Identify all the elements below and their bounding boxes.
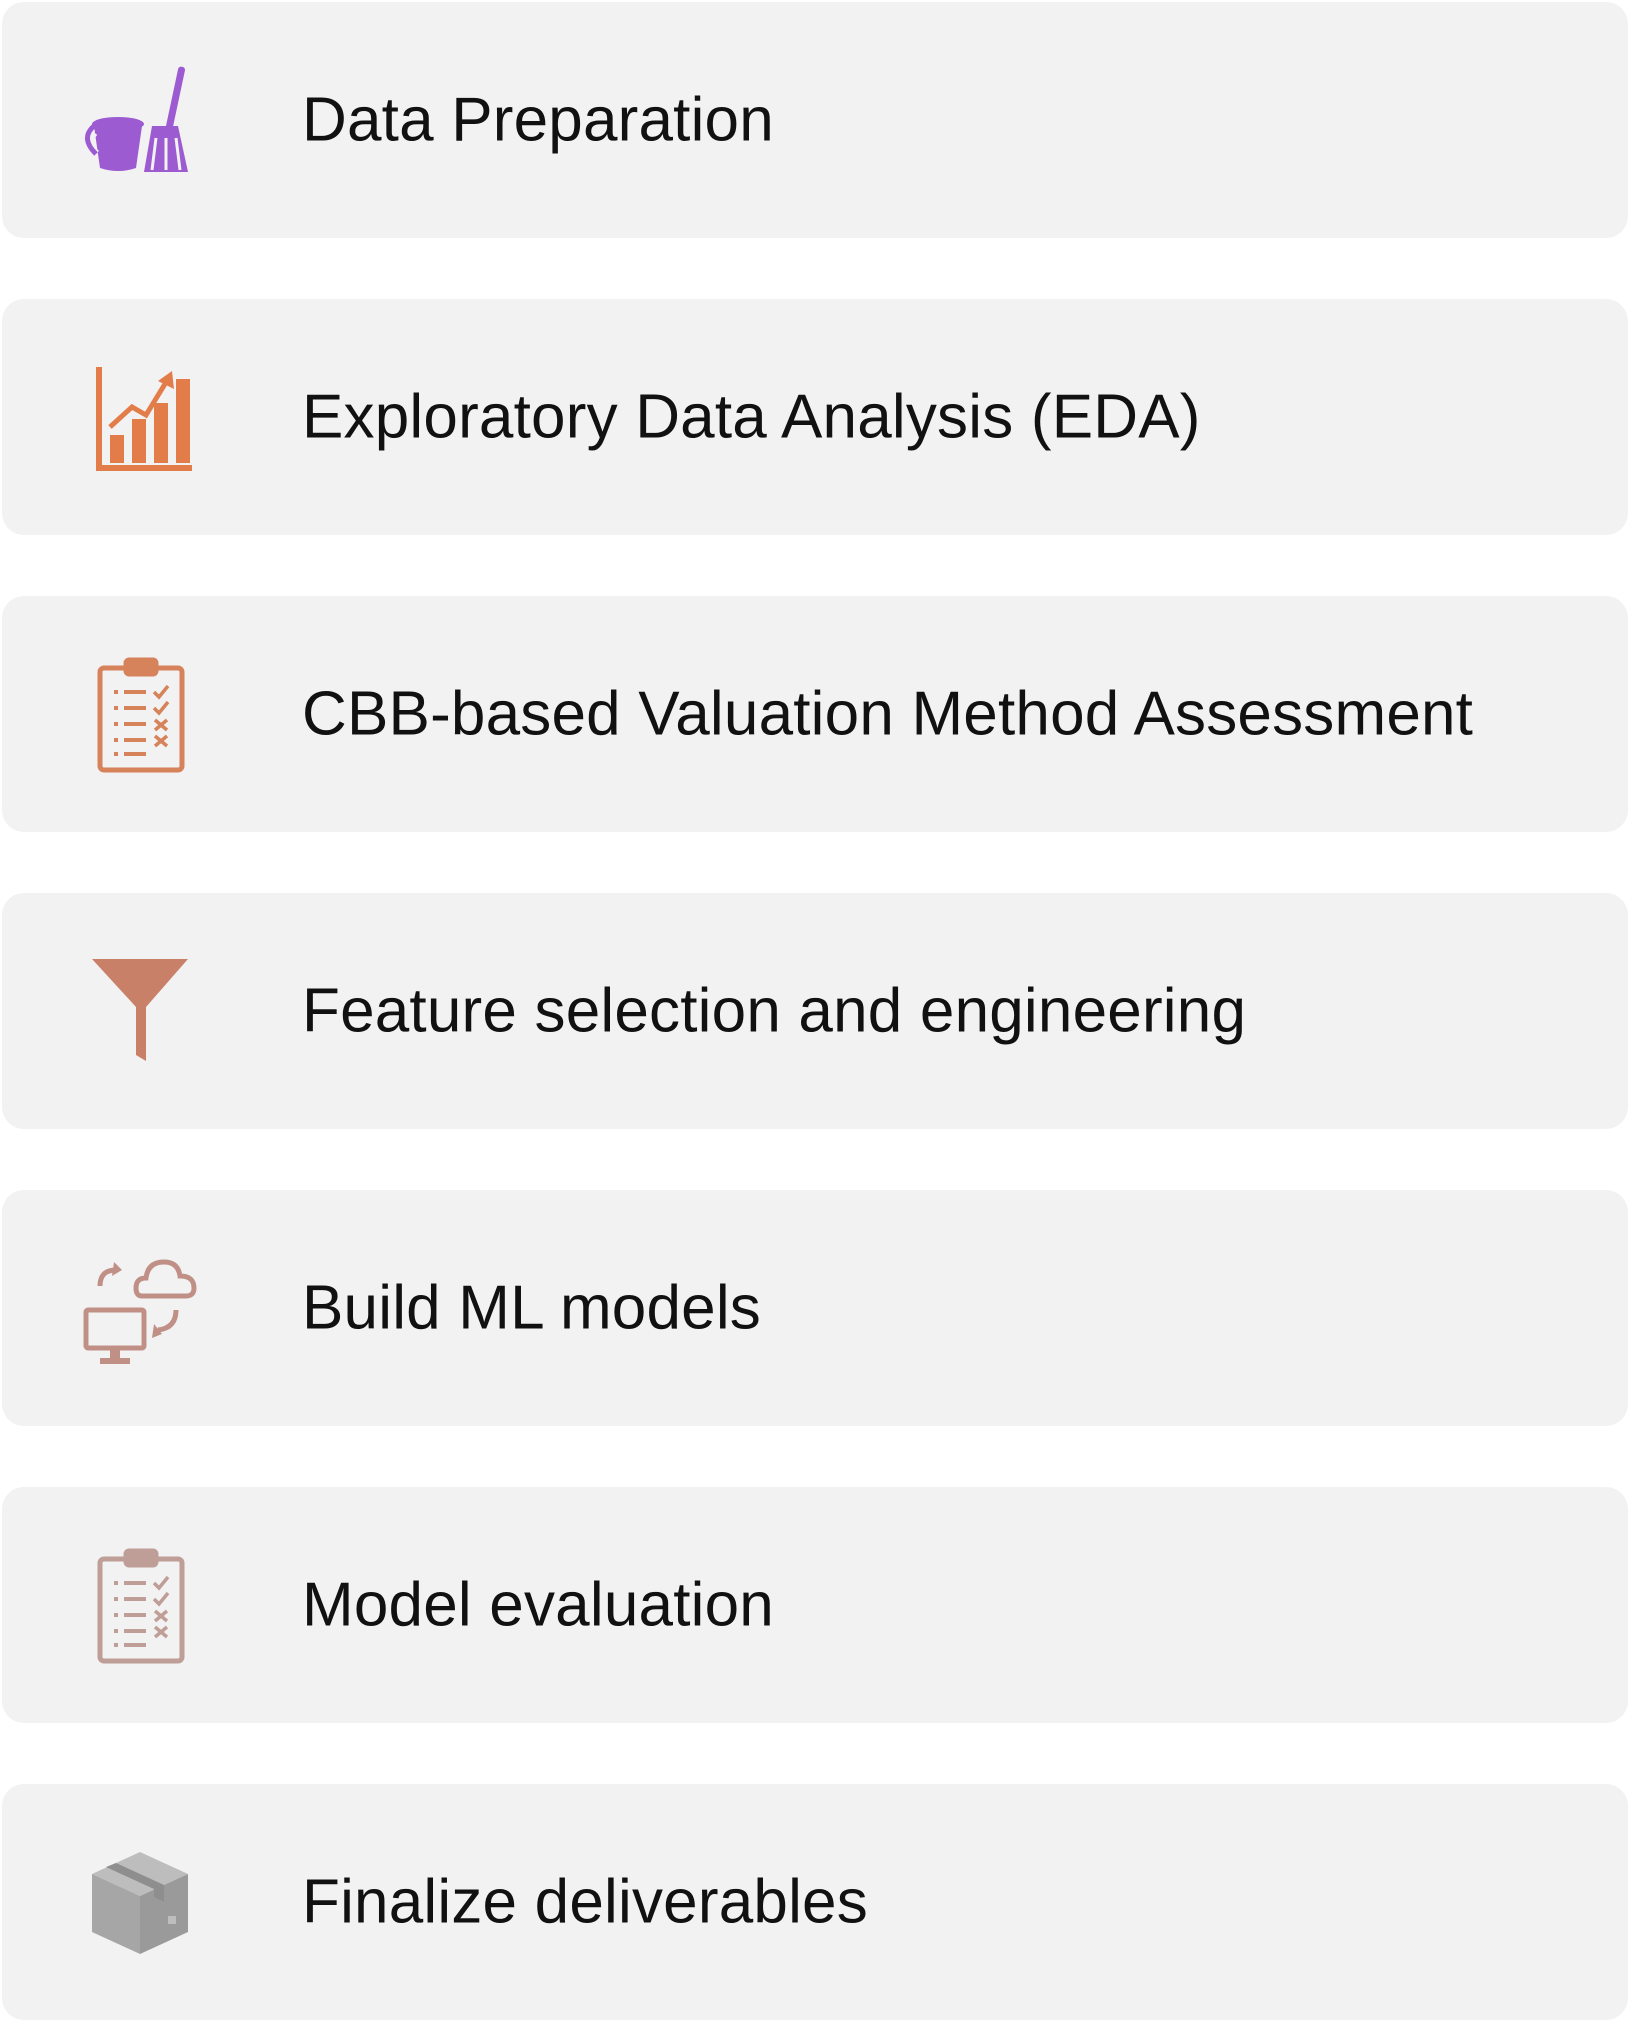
package-box-icon <box>80 1842 200 1962</box>
clipboard-checklist-icon <box>80 1545 200 1665</box>
step-label: CBB-based Valuation Method Assessment <box>302 679 1474 749</box>
bucket-broom-icon <box>80 60 200 180</box>
step-label: Feature selection and engineering <box>302 976 1247 1046</box>
step-label: Build ML models <box>302 1273 762 1343</box>
cloud-sync-computer-icon <box>80 1248 200 1368</box>
step-label: Data Preparation <box>302 85 774 155</box>
step-feature-selection: Feature selection and engineering <box>2 893 1628 1129</box>
step-label: Finalize deliverables <box>302 1867 868 1937</box>
step-model-evaluation: Model evaluation <box>2 1487 1628 1723</box>
bar-chart-trend-icon <box>80 357 200 477</box>
step-data-preparation: Data Preparation <box>2 2 1628 238</box>
clipboard-checklist-icon <box>80 654 200 774</box>
step-exploratory-data-analysis: Exploratory Data Analysis (EDA) <box>2 299 1628 535</box>
step-build-ml-models: Build ML models <box>2 1190 1628 1426</box>
step-cbb-valuation-assessment: CBB-based Valuation Method Assessment <box>2 596 1628 832</box>
funnel-icon <box>80 951 200 1071</box>
step-label: Model evaluation <box>302 1570 774 1640</box>
step-label: Exploratory Data Analysis (EDA) <box>302 382 1201 452</box>
step-finalize-deliverables: Finalize deliverables <box>2 1784 1628 2020</box>
